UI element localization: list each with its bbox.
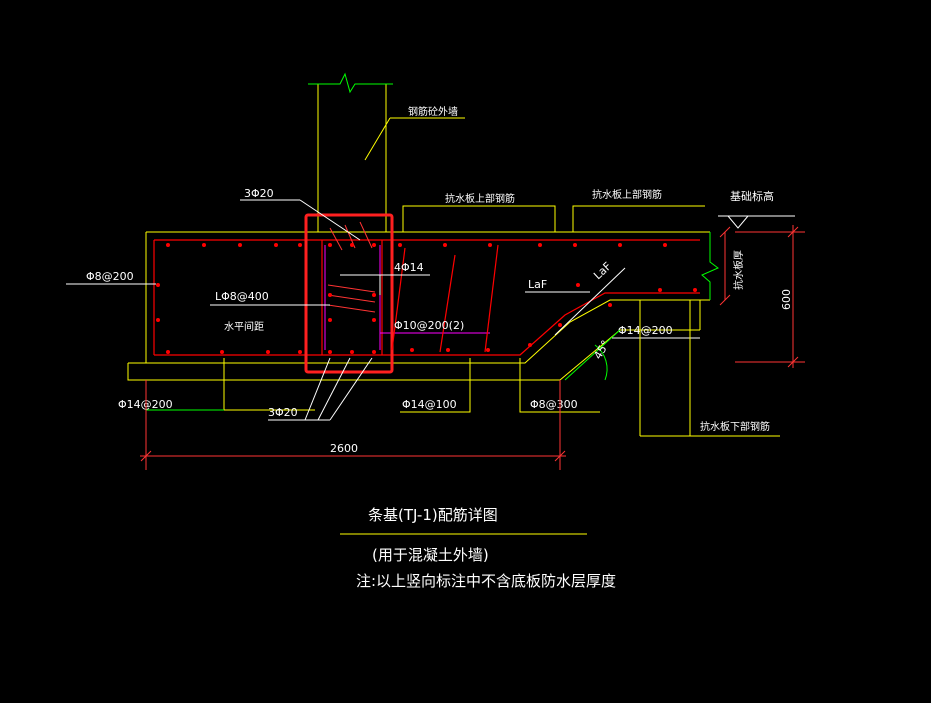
label-phi14-200-right: Φ14@200: [618, 324, 673, 337]
dim-600: [735, 225, 805, 368]
leader-phi8-300: [519, 358, 600, 413]
right-verticals: [639, 300, 780, 437]
elevation-marker: [718, 215, 795, 229]
label-foundation-elevation: 基础标高: [730, 189, 774, 203]
wall-hatch: [327, 221, 376, 313]
break-symbol: [701, 232, 719, 300]
label-3phi20-bottom: 3Φ20: [268, 406, 298, 419]
label-angle: 45°: [591, 338, 612, 361]
label-dim-600: 600: [780, 289, 793, 310]
leader-3phi20-bottom: [268, 357, 373, 421]
label-slab-top-1: 抗水板上部钢筋: [445, 192, 515, 205]
drawing-note: 注:以上竖向标注中不含底板防水层厚度: [356, 572, 616, 590]
stirrups: [324, 245, 490, 350]
drawing-subtitle: (用于混凝土外墙): [372, 546, 489, 564]
label-4phi14: 4Φ14: [394, 261, 424, 274]
label-slab-top-2: 抗水板上部钢筋: [592, 188, 662, 201]
label-phi10-200-2: Φ10@200(2): [394, 319, 464, 332]
foundation-outline: [127, 231, 710, 381]
leader-slab-top-2: [572, 205, 705, 232]
label-l-phi8-400: LΦ8@400: [215, 290, 269, 303]
leader-laf-2: [554, 267, 626, 336]
wall: [308, 72, 393, 232]
rebar-dots: [156, 243, 697, 354]
label-slab-bottom: 抗水板下部钢筋: [700, 420, 770, 433]
wall-leader: [364, 117, 391, 161]
label-phi8-200: Φ8@200: [86, 270, 134, 283]
label-3phi20-top: 3Φ20: [244, 187, 274, 200]
label-slab-thickness: 抗水板厚: [732, 250, 745, 290]
drawing-title: 条基(TJ-1)配筋详图: [368, 506, 498, 524]
highlight-box: [304, 213, 394, 374]
leader-phi14-200-left: [223, 358, 315, 411]
label-phi14-100: Φ14@100: [402, 398, 457, 411]
label-horizontal-spacing: 水平间距: [224, 320, 264, 333]
dim-2600: [140, 380, 566, 470]
angle-line: [564, 329, 621, 381]
label-phi14-200-left: Φ14@200: [118, 398, 173, 411]
wall-label: 钢筋砼外墙: [408, 105, 458, 118]
label-laf-2: LaF: [591, 260, 614, 283]
angle-arc: [594, 344, 608, 381]
dim-slab-thickness: [719, 226, 731, 306]
label-dim-2600: 2600: [330, 442, 358, 455]
label-laf-1: LaF: [528, 278, 547, 291]
bent-bars: [391, 244, 499, 353]
leader-3phi20-top-d: [299, 199, 361, 241]
leader-slab-top-1: [402, 205, 556, 232]
label-phi8-300: Φ8@300: [530, 398, 578, 411]
leader-phi14-100: [400, 358, 471, 413]
rebar-lines: [153, 239, 700, 356]
